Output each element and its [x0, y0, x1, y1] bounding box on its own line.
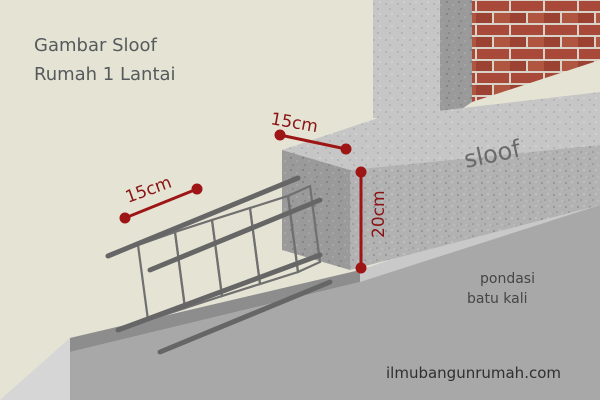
foundation-label-line-1: pondasi [480, 271, 535, 287]
dimension-markers [119, 129, 367, 274]
rebar-spacing-dot-right [191, 183, 203, 195]
title-line-1: Gambar Sloof [34, 35, 158, 56]
sloof-side [350, 145, 600, 270]
rebar-spacing-line [124, 187, 198, 220]
foundation-corner [0, 338, 70, 400]
rebar-spacing-dot-left [119, 212, 131, 224]
sloof-height-label: 20cm [369, 190, 389, 238]
sloof-width-line [279, 133, 347, 151]
brick-wall [472, 0, 600, 102]
sloof-width-dot-right [340, 143, 352, 155]
foundation-front [70, 205, 600, 400]
foundation-edge [70, 270, 360, 352]
sloof-height-dot-top [355, 166, 367, 178]
column-front [373, 0, 440, 120]
title-line-2: Rumah 1 Lantai [34, 64, 176, 85]
rebar-cage [105, 175, 333, 355]
column-side [440, 0, 472, 124]
sloof-height-dot-bottom [355, 262, 367, 274]
sloof-width-dot-left [274, 129, 286, 141]
foundation-label-line-2: batu kali [467, 291, 528, 307]
sloof-top [282, 92, 600, 170]
site-credit: ilmubangunrumah.com [386, 364, 561, 382]
